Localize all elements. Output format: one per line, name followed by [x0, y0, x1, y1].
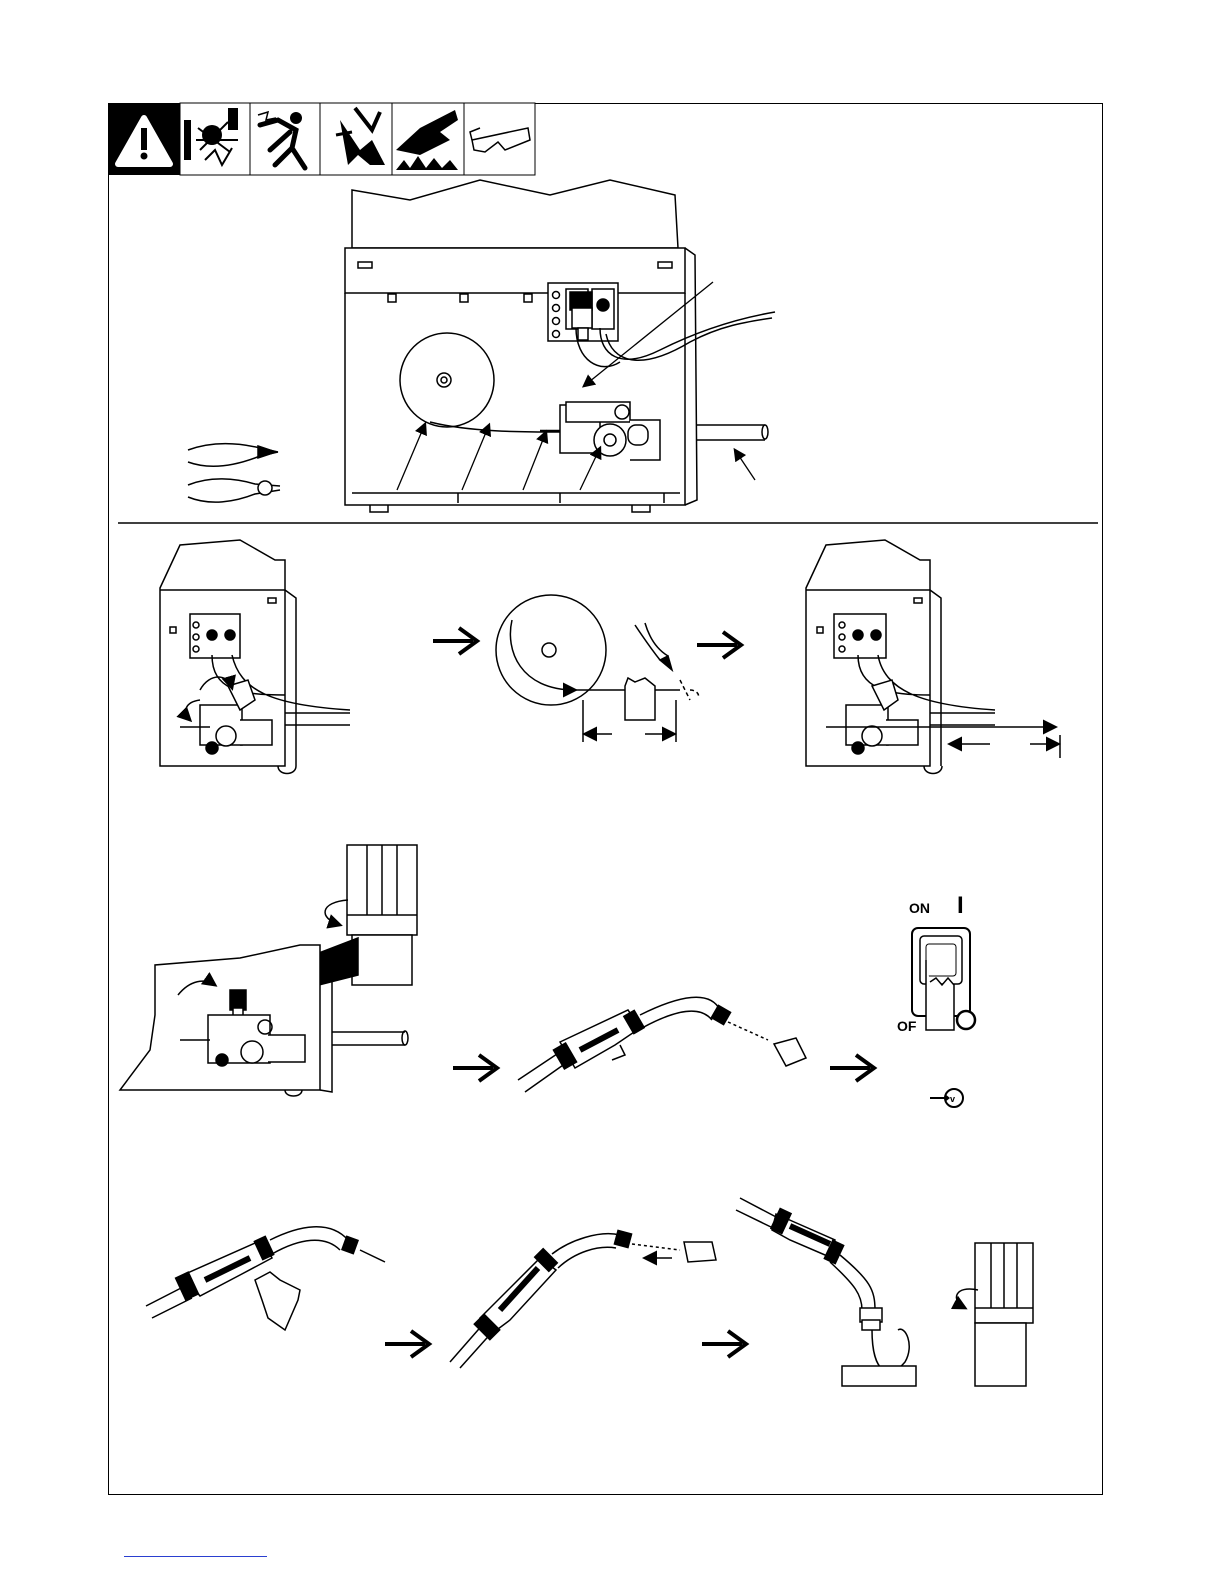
off-symbol-icon — [957, 1011, 975, 1029]
step-arrow — [385, 1331, 429, 1357]
svg-text:v: v — [950, 1094, 955, 1104]
step-feed-wire — [806, 540, 1060, 774]
step-reinstall-tip — [450, 1230, 716, 1368]
step-arrow — [453, 1055, 497, 1081]
fire-explosion-icon — [180, 103, 250, 175]
warning-triangle-icon — [108, 103, 180, 175]
warning-icon-strip — [108, 103, 535, 175]
safety-glasses-icon — [464, 103, 535, 175]
step-arrow — [697, 632, 741, 658]
off-label: OF — [897, 1018, 917, 1034]
step-install-gun — [518, 997, 806, 1092]
step-arrow — [830, 1055, 874, 1081]
step-cut-wire-at-workpiece — [736, 1198, 1033, 1386]
step-tighten-tension — [120, 845, 417, 1096]
voltage-sense-icon: v — [930, 1089, 963, 1107]
step-trigger-feed — [146, 1227, 385, 1330]
step-open-drive — [160, 540, 350, 774]
on-label: ON — [909, 900, 930, 916]
step-arrow — [433, 628, 477, 654]
footer-link-rule — [124, 1556, 267, 1557]
on-symbol: I — [957, 892, 964, 919]
hot-parts-hand-icon — [392, 103, 464, 175]
moving-parts-hand-icon — [320, 103, 392, 175]
step-cut-wire — [496, 595, 699, 742]
pliers-icon — [188, 479, 280, 502]
electric-shock-icon — [250, 103, 320, 175]
wire-cutter-icon — [188, 444, 278, 467]
step-arrow — [702, 1331, 746, 1357]
power-switch: ON I OF v — [897, 892, 975, 1107]
